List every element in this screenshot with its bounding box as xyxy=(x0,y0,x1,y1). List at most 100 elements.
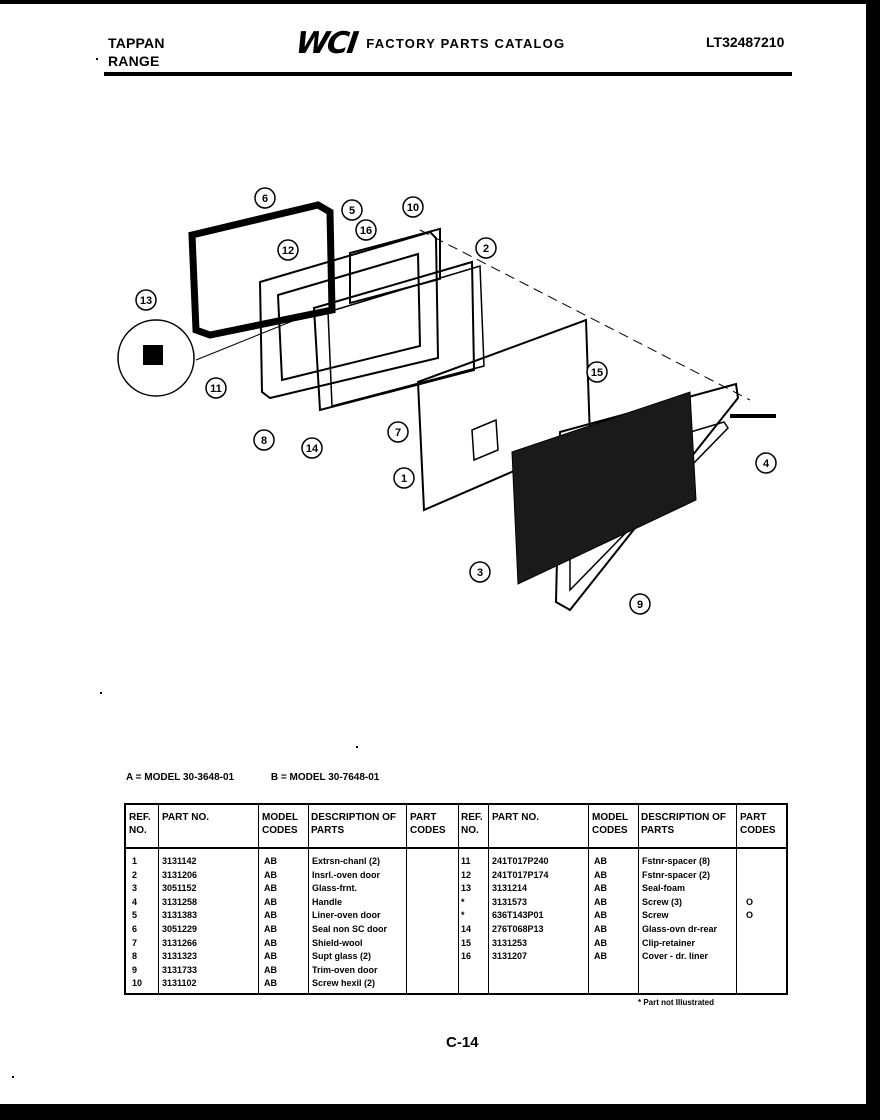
product-label: TAPPAN RANGE xyxy=(108,34,165,70)
gasket-seal-shape xyxy=(188,201,336,339)
table-row-pcode xyxy=(746,882,753,896)
table-row-ref: 9 xyxy=(132,964,138,975)
callout-2-label: 2 xyxy=(483,243,489,255)
table-row-part: 3131733 xyxy=(162,964,198,975)
table-row-desc: Trim-oven door xyxy=(312,964,378,975)
table-row-part: 3131214 xyxy=(492,883,528,894)
table-row-ref: 3 xyxy=(132,883,138,894)
brand-line-1: TAPPAN xyxy=(108,35,165,51)
right-pcode-column: O O xyxy=(746,855,753,964)
table-col-divider xyxy=(736,805,737,993)
callout-8-label: 8 xyxy=(261,435,267,447)
table-row-desc: Fstnr-spacer (2) xyxy=(642,869,711,880)
header-desc: DESCRIPTION OF PARTS xyxy=(311,812,397,836)
callout-14: 14 xyxy=(301,437,323,459)
table-header-rule xyxy=(126,847,786,849)
scan-speck xyxy=(356,746,358,748)
right-desc-column: Fstnr-spacer (8) Fstnr-spacer (2) Seal-f… xyxy=(642,855,717,964)
table-row-codes: AB xyxy=(594,896,607,907)
table-row-pcode xyxy=(746,855,753,869)
table-row-desc: Seal non SC door xyxy=(312,923,388,934)
callout-12: 12 xyxy=(277,239,299,261)
page-border-right xyxy=(866,0,880,1120)
table-row-part: 3131206 xyxy=(162,869,198,880)
table-row-codes: AB xyxy=(264,937,277,948)
table-row-codes: AB xyxy=(264,951,277,962)
header-desc-2: DESCRIPTION OF PARTS xyxy=(641,812,727,836)
table-row-desc: Handle xyxy=(312,896,343,907)
table-row-codes: AB xyxy=(264,869,277,880)
header-pcodes-2: PART CODES xyxy=(740,812,776,836)
table-row-part: 3131323 xyxy=(162,951,198,962)
callout-13: 13 xyxy=(135,289,157,311)
table-row-codes: AB xyxy=(264,896,277,907)
table-row-ref: 15 xyxy=(461,937,472,948)
table-row-part: 3131266 xyxy=(162,937,198,948)
callout-3: 3 xyxy=(469,561,491,583)
header-part-2: PART NO. xyxy=(492,812,540,823)
table-row-desc: Seal-foam xyxy=(642,883,686,894)
callout-11-label: 11 xyxy=(210,383,222,395)
scan-speck xyxy=(100,692,102,694)
exploded-door-diagram: 6 5 16 10 12 2 13 11 8 14 15 7 1 4 3 9 xyxy=(117,187,777,615)
callout-7: 7 xyxy=(387,421,409,443)
table-row-part: 636T143P01 xyxy=(492,910,544,921)
table-col-divider xyxy=(588,805,589,993)
callout-10: 10 xyxy=(402,196,424,218)
table-row-desc: Clip-retainer xyxy=(642,937,696,948)
header-codes-2: MODEL CODES xyxy=(592,812,628,836)
wci-logo: WCI xyxy=(293,25,359,61)
table-row-part: 3131207 xyxy=(492,951,528,962)
table-col-divider xyxy=(158,805,159,993)
table-col-divider xyxy=(488,805,489,993)
callout-15: 15 xyxy=(586,361,608,383)
left-part-column: 3131142 3131206 3051152 3131258 3131383 … xyxy=(162,855,197,991)
footnote: * Part not Illustrated xyxy=(638,998,715,1007)
callout-16: 16 xyxy=(355,219,377,241)
left-ref-column: 1 2 3 4 5 6 7 8 9 10 xyxy=(132,855,142,991)
table-col-divider xyxy=(258,805,259,993)
callout-3-label: 3 xyxy=(477,567,483,579)
table-row-ref: * xyxy=(461,896,465,907)
table-row-part: 3131383 xyxy=(162,910,198,921)
table-row-pcode: O xyxy=(746,910,754,921)
table-row-desc: Fstnr-spacer (8) xyxy=(642,856,711,866)
table-row-part: 3131142 xyxy=(162,856,197,866)
callout-12-label: 12 xyxy=(282,245,294,257)
table-row-desc: Shield-wool xyxy=(312,937,363,948)
scan-speck xyxy=(96,58,98,60)
table-row-part: 3131258 xyxy=(162,896,198,907)
catalog-title: FACTORY PARTS CATALOG xyxy=(366,35,566,51)
table-row-desc: Supt glass (2) xyxy=(312,951,372,962)
callout-7-label: 7 xyxy=(395,427,401,439)
table-row-codes: AB xyxy=(264,923,277,934)
table-col-divider xyxy=(308,805,309,993)
callout-10-label: 10 xyxy=(407,202,419,214)
right-codes-column: AB AB AB AB AB AB AB AB xyxy=(594,855,607,964)
callout-5-label: 5 xyxy=(349,205,355,217)
right-ref-column: 11 12 13 * * 14 15 16 xyxy=(461,855,471,964)
table-row-part: 3051152 xyxy=(162,883,197,894)
callout-1: 1 xyxy=(393,467,415,489)
callout-9: 9 xyxy=(629,593,651,615)
table-row-ref: 2 xyxy=(132,869,138,880)
catalog-header: WCI FACTORY PARTS CATALOG xyxy=(293,25,566,61)
table-row-desc: Extrsn-chanl (2) xyxy=(312,856,381,866)
table-row-ref: * xyxy=(461,910,465,921)
table-row-codes: AB xyxy=(594,923,607,934)
table-row-codes: AB xyxy=(594,869,607,880)
table-row-desc: Cover - dr. liner xyxy=(642,951,709,962)
model-a: A = MODEL 30-3648-01 xyxy=(126,772,235,783)
table-row-desc: Insrl.-oven door xyxy=(312,869,381,880)
table-row-pcode xyxy=(746,923,753,937)
table-row-codes: AB xyxy=(594,951,607,962)
table-row-part: 241T017P240 xyxy=(492,856,549,866)
table-row-codes: AB xyxy=(594,856,607,866)
callout-4: 4 xyxy=(755,452,777,474)
table-row-desc: Screw (3) xyxy=(642,896,683,907)
table-row-part: 3051229 xyxy=(162,923,198,934)
table-row-desc: Screw hexil (2) xyxy=(312,978,376,989)
table-row-desc: Liner-oven door xyxy=(312,910,381,921)
table-row-ref: 7 xyxy=(132,937,138,948)
table-row-codes: AB xyxy=(594,937,607,948)
